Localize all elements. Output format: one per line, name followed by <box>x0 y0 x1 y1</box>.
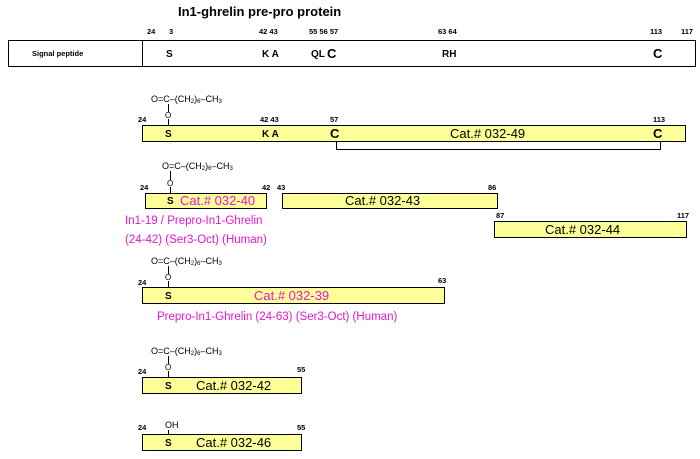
cysteine-residue: C <box>653 126 663 141</box>
bond-line <box>170 187 171 194</box>
position-label: 3 <box>169 27 174 36</box>
bond-line <box>168 104 169 112</box>
bond-line <box>168 371 169 378</box>
fragment-bar <box>494 221 687 238</box>
octanoyl-group: O=C–(CH2)6–CH3 <box>151 94 222 105</box>
end-position: 55 <box>297 423 306 432</box>
residue-label: QL <box>311 49 325 60</box>
end-position: 42 <box>262 183 271 192</box>
catalog-number: Cat.# 032-40 <box>180 193 256 208</box>
catalog-number: Cat.# 032-49 <box>450 126 526 141</box>
full-protein-bar <box>8 40 696 67</box>
bond-line <box>168 119 169 126</box>
catalog-number: Cat.# 032-43 <box>345 193 421 208</box>
position-label: 63 64 <box>438 27 457 36</box>
position-label: 42 43 <box>260 115 279 124</box>
fragment-bar <box>142 377 302 394</box>
residue-label: K A <box>262 129 279 140</box>
oxygen-atom: O <box>167 179 174 188</box>
start-position: 43 <box>277 183 286 192</box>
residue-label: K A <box>262 49 279 60</box>
serine-residue: S <box>167 196 174 207</box>
residue-label: S <box>166 49 173 60</box>
start-position: 24 <box>138 115 147 124</box>
peptide-name: Prepro-In1-Ghrelin (24-63) (Ser3-Oct) (H… <box>157 311 398 323</box>
catalog-number: Cat.# 032-42 <box>196 378 272 393</box>
diagram-title: In1-ghrelin pre-pro protein <box>178 4 342 19</box>
start-position: 24 <box>140 183 149 192</box>
end-position: 86 <box>488 183 497 192</box>
serine-residue: S <box>165 129 172 140</box>
peptide-name: In1-19 / Prepro-In1-Ghrelin <box>125 215 263 227</box>
position-label: 117 <box>681 27 694 36</box>
position-label: 57 <box>330 115 339 124</box>
bond-line <box>168 356 169 364</box>
residue-label: C <box>327 46 337 61</box>
position-label: 113 <box>650 27 663 36</box>
end-position: 113 <box>653 115 666 124</box>
start-position: 87 <box>496 211 505 220</box>
peptide-name: (24-42) (Ser3-Oct) (Human) <box>125 234 267 246</box>
hydroxyl-group: OH <box>165 420 179 430</box>
octanoyl-group: O=C–(CH2)6–CH3 <box>151 346 222 357</box>
bond-line <box>168 430 169 435</box>
oxygen-atom: O <box>165 273 172 282</box>
end-position: 117 <box>677 211 690 220</box>
end-position: 55 <box>297 365 306 374</box>
bond-line <box>168 281 169 288</box>
fragment-bar <box>282 193 498 209</box>
signal-divider <box>142 40 143 67</box>
oxygen-atom: O <box>165 363 172 372</box>
position-label: 24 <box>147 27 156 36</box>
position-label: 55 56 57 <box>309 27 339 36</box>
octanoyl-group: O=C–(CH2)6–CH3 <box>151 256 222 267</box>
cysteine-residue: C <box>330 126 340 141</box>
oxygen-atom: O <box>165 111 172 120</box>
residue-label: RH <box>442 49 457 60</box>
bond-line <box>168 266 169 274</box>
serine-residue: S <box>165 438 172 449</box>
serine-residue: S <box>165 381 172 392</box>
position-label: 42 43 <box>259 27 278 36</box>
signal-peptide-label: Signal peptide <box>32 49 84 58</box>
fragment-bar <box>142 125 686 142</box>
start-position: 24 <box>138 423 147 432</box>
bond-line <box>170 171 171 180</box>
catalog-number: Cat.# 032-44 <box>545 222 621 237</box>
fragment-bar <box>145 193 267 209</box>
disulfide-bridge <box>336 141 661 150</box>
residue-label: C <box>653 46 663 61</box>
start-position: 24 <box>138 278 147 287</box>
start-position: 24 <box>138 367 147 376</box>
fragment-bar <box>142 287 445 304</box>
catalog-number: Cat.# 032-39 <box>254 288 330 303</box>
catalog-number: Cat.# 032-46 <box>196 435 272 450</box>
octanoyl-group: O=C–(CH2)6–CH3 <box>162 161 233 172</box>
end-position: 63 <box>438 276 447 285</box>
fragment-bar <box>142 434 302 451</box>
serine-residue: S <box>165 291 172 302</box>
